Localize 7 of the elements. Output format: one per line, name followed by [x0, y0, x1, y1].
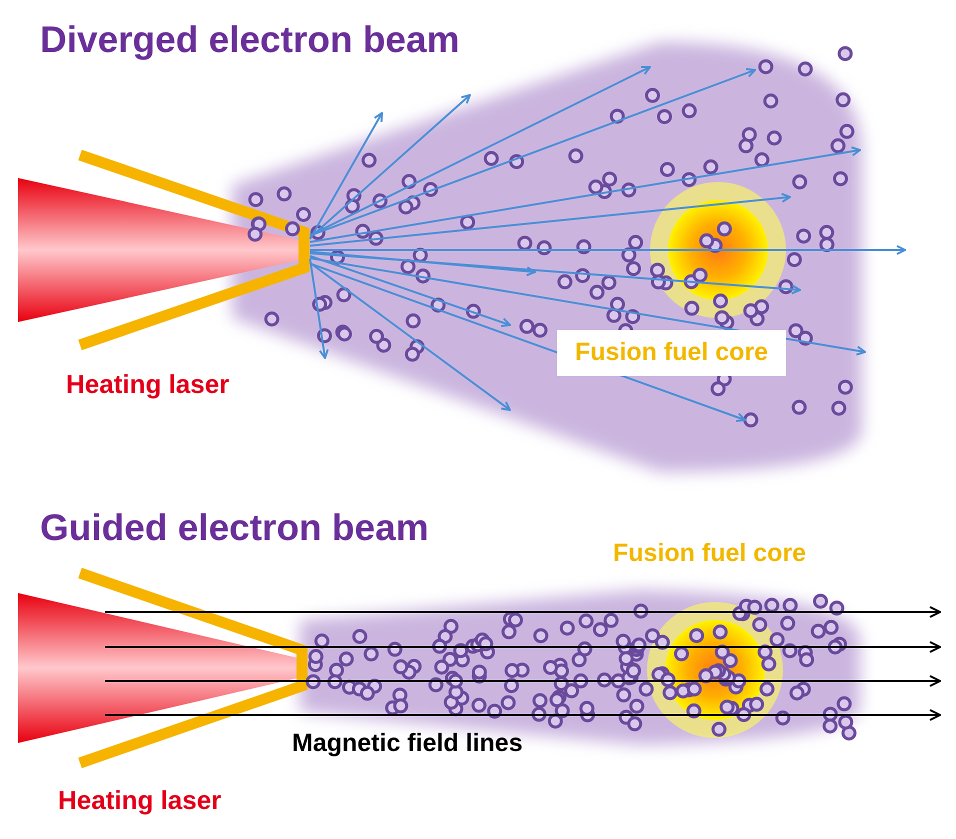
- core-label: Fusion fuel core: [613, 540, 806, 568]
- heading: Diverged electron beam: [40, 20, 460, 61]
- core-label: Fusion fuel core: [557, 330, 786, 376]
- heading: Guided electron beam: [40, 508, 429, 549]
- laser-label: Heating laser: [58, 786, 222, 815]
- field-lines-label: Magnetic field lines: [292, 730, 523, 758]
- laser-label: Heating laser: [66, 370, 230, 399]
